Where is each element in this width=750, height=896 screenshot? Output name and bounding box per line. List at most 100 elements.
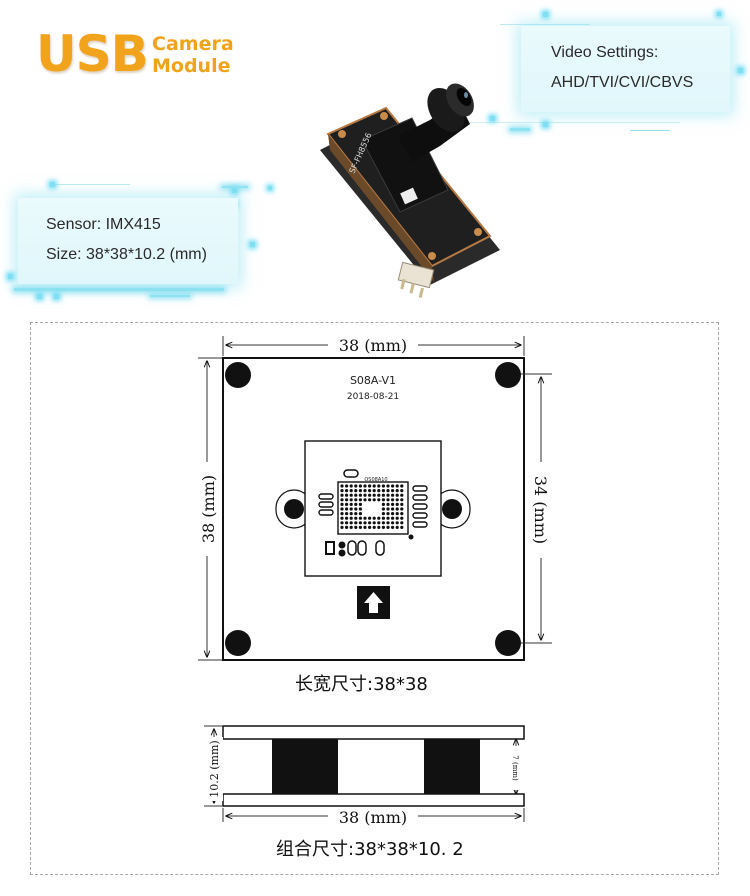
drawing-frame <box>30 322 719 875</box>
bga-pad <box>368 484 372 488</box>
bga-pad <box>400 502 404 506</box>
bga-pad <box>349 493 353 497</box>
mount-hole-bottom-left <box>225 630 251 656</box>
bga-pad <box>340 502 344 506</box>
bga-pad <box>358 511 362 516</box>
sensor-model: Sensor: IMX415 <box>46 216 161 233</box>
bga-pad <box>372 489 376 493</box>
bga-pad <box>340 511 344 516</box>
bga-pad <box>354 516 358 520</box>
bga-pad <box>358 498 362 502</box>
orientation-arrow-icon <box>357 586 390 619</box>
top-height-label: 38 (mm) <box>199 475 218 543</box>
bga-pad <box>391 489 395 493</box>
bga-pad <box>349 521 353 525</box>
bga-pad <box>391 525 395 530</box>
bga-pad <box>395 502 399 506</box>
hole-span-label: 34 (mm) <box>531 476 550 544</box>
bga-pad <box>391 493 395 497</box>
bga-pad <box>386 484 390 488</box>
bga-pad <box>354 511 358 516</box>
bga-pad <box>349 511 353 516</box>
bga-pad <box>368 489 372 493</box>
bga-pad <box>386 525 390 530</box>
bga-pad <box>340 507 344 511</box>
bga-pad <box>358 493 362 497</box>
bga-pad <box>340 493 344 497</box>
bga-pad <box>381 502 385 506</box>
bga-pad <box>368 498 372 502</box>
side-spacer-right <box>424 739 480 794</box>
bga-pad <box>349 516 353 520</box>
photo-mount-hole <box>474 228 482 236</box>
bga-pad <box>386 498 390 502</box>
side-width-label: 38 (mm) <box>339 808 407 827</box>
bga-pad <box>381 493 385 497</box>
bga-pad-grid <box>340 484 404 530</box>
bga-pad <box>395 521 399 525</box>
bga-pad <box>391 484 395 488</box>
photo-lens <box>398 83 474 162</box>
side-spacer-left <box>272 739 338 794</box>
bga-pad <box>372 516 376 520</box>
side-board-bottom <box>222 793 525 807</box>
chip-label-text: OS08A10 <box>364 477 387 483</box>
bga-pad <box>395 525 399 530</box>
bga-pad <box>358 489 362 493</box>
bga-pad <box>395 516 399 520</box>
bga-pad <box>358 502 362 506</box>
bga-pad <box>358 507 362 511</box>
bga-pad <box>354 525 358 530</box>
bottom-left-components <box>325 540 385 557</box>
bga-pad <box>386 507 390 511</box>
bga-pad <box>368 493 372 497</box>
bga-pad <box>340 516 344 520</box>
bga-pad <box>395 484 399 488</box>
bga-pad <box>340 484 344 488</box>
bga-pad <box>381 489 385 493</box>
photo-mount-hole <box>380 112 388 120</box>
bga-pad <box>377 493 381 497</box>
bga-pad <box>345 511 349 516</box>
bga-pad <box>372 521 376 525</box>
bga-pad <box>395 489 399 493</box>
brand-sub-camera: Camera <box>152 33 234 55</box>
bga-pad <box>377 489 381 493</box>
bga-pad <box>391 498 395 502</box>
bga-pad <box>340 489 344 493</box>
bga-pad <box>391 507 395 511</box>
photo-arrow-label <box>400 187 418 205</box>
bga-pad <box>363 521 367 525</box>
bga-pad <box>386 489 390 493</box>
bga-pad <box>372 493 376 497</box>
bga-pad <box>345 521 349 525</box>
side-view-caption: 组合尺寸:38*38*10. 2 <box>276 839 464 860</box>
bga-pad <box>358 525 362 530</box>
video-panel-decor <box>470 10 750 140</box>
bga-pad <box>354 498 358 502</box>
bga-pad <box>345 502 349 506</box>
bga-pad <box>349 502 353 506</box>
side-height-label: 10.2 (mm) <box>208 740 221 797</box>
top-view-caption: 长宽尺寸:38*38 <box>295 674 428 695</box>
video-settings-panel: Video Settings: AHD/TVI/CVI/CBVS <box>521 26 730 112</box>
bga-pad <box>395 498 399 502</box>
mount-hole-bottom-right <box>495 630 521 656</box>
bga-pad <box>400 525 404 530</box>
bga-pad <box>377 484 381 488</box>
bga-pad <box>340 498 344 502</box>
bga-pad <box>358 484 362 488</box>
bga-pad <box>395 511 399 516</box>
bga-pad <box>363 498 367 502</box>
bga-pad <box>395 493 399 497</box>
bga-pad <box>391 521 395 525</box>
board-model-text: S08A-V1 <box>350 374 396 387</box>
bga-pad <box>340 521 344 525</box>
bga-pad <box>363 525 367 530</box>
bga-pad <box>345 489 349 493</box>
camera-module-photo: SF-FH8556 <box>320 83 500 299</box>
bga-pad <box>381 507 385 511</box>
bga-pad <box>354 493 358 497</box>
bga-pad <box>340 525 344 530</box>
